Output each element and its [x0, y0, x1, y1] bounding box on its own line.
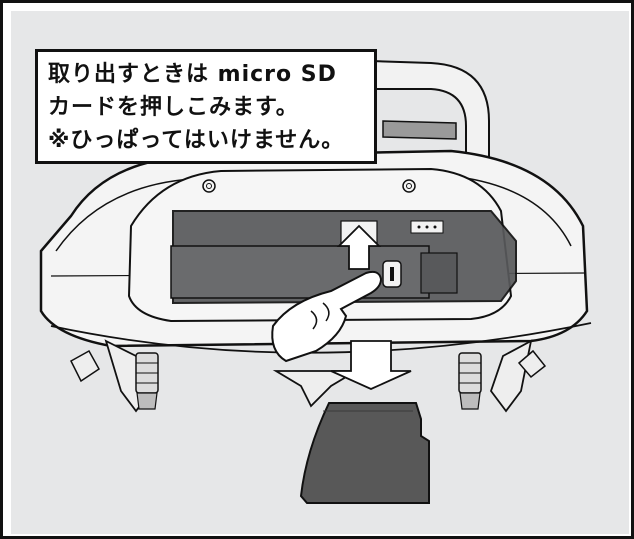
callout-line-3: ※ひっぱってはいけません。	[48, 128, 345, 153]
handle-grip-strip	[382, 120, 457, 140]
transmitter-illustration	[39, 57, 592, 504]
eject-arrow-icon	[330, 340, 412, 390]
instruction-callout: 取り出すときは micro SD カードを押しこみます。 ※ひっぱってはいけませ…	[35, 49, 377, 164]
right-grip	[489, 339, 533, 413]
right-knob	[458, 352, 482, 410]
illustration-stage: 取り出すときは micro SD カードを押しこみます。 ※ひっぱってはいけませ…	[11, 11, 629, 534]
push-arrow-icon	[336, 224, 382, 270]
micro-sd-card	[299, 402, 430, 504]
callout-line-2: カードを押しこみます。	[48, 95, 299, 120]
left-side-switch	[70, 349, 100, 383]
screw-left	[202, 179, 216, 193]
left-knob	[135, 352, 159, 410]
carry-handle	[310, 57, 490, 182]
right-side-switch	[517, 349, 547, 379]
screw-right	[402, 179, 416, 193]
body-bottom-edge	[50, 322, 592, 354]
side-compartment	[420, 252, 458, 294]
callout-line-1: 取り出すときは micro SD	[48, 62, 337, 87]
finger-hand-icon	[271, 270, 383, 363]
